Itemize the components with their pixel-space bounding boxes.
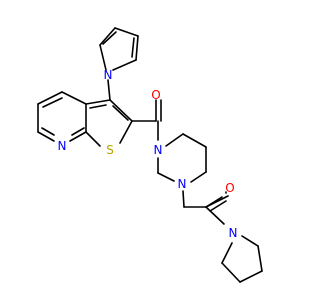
piperazine-nitrogen-label-4: N bbox=[178, 177, 187, 191]
pyrrole-ring bbox=[99, 27, 139, 71]
thienopyridine-core bbox=[37, 79, 133, 147]
carbonyl-linker bbox=[131, 99, 162, 141]
carbonyl-oxygen-label-2: O bbox=[225, 181, 234, 195]
structure-svg: N S N O N N O N bbox=[37, 27, 263, 283]
pyrrolidine-ring bbox=[221, 235, 263, 283]
piperazine-nitrogen-label-1: N bbox=[154, 143, 163, 157]
molecule-diagram: N S N O N N O N bbox=[37, 27, 263, 283]
pyrrole-nitrogen-label: N bbox=[104, 68, 113, 82]
piperazine-ring bbox=[157, 133, 207, 183]
pyrrolidine-nitrogen-label: N bbox=[229, 226, 238, 240]
side-chain bbox=[182, 190, 229, 225]
thiophene-sulfur-label: S bbox=[106, 143, 114, 157]
pyridine-nitrogen-label: N bbox=[58, 139, 67, 153]
carbonyl-oxygen-label-1: O bbox=[151, 88, 160, 102]
